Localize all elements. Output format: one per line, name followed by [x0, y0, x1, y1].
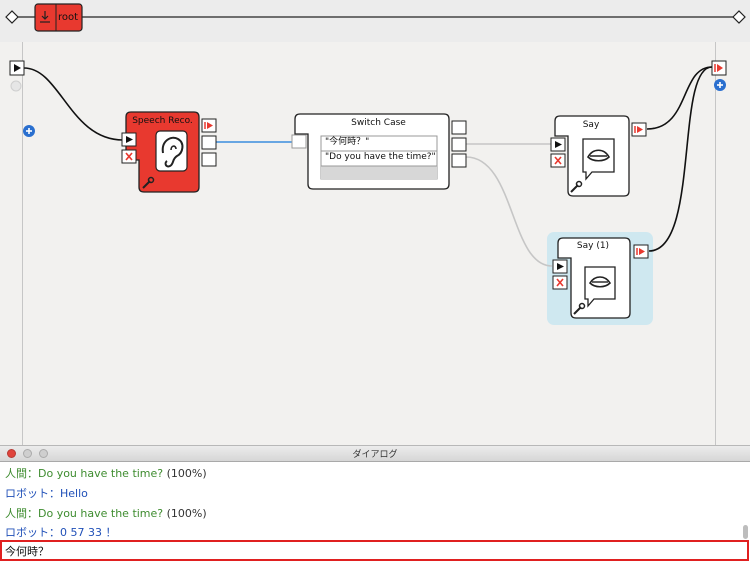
stop-play-icon — [717, 64, 723, 72]
link-start-to-speech — [23, 67, 124, 141]
dialog-scrollbar[interactable] — [743, 525, 748, 539]
switch-case-input[interactable] — [291, 134, 307, 149]
speech-bubble-icon — [582, 138, 615, 181]
message-speaker: ロボット： — [5, 487, 60, 500]
play-icon — [555, 141, 562, 148]
message-text: 0 57 33 ！ — [60, 526, 117, 539]
canvas-left-rail — [0, 42, 23, 445]
inactive-circle-icon — [10, 80, 22, 92]
wrench-icon — [573, 302, 586, 315]
flow-canvas[interactable]: Speech Reco. Switch Case "今何時？" "Do you … — [0, 42, 750, 445]
link-say1-to-end — [648, 66, 713, 252]
flow-diagram — [9, 60, 727, 325]
behavior-end-output[interactable] — [711, 60, 727, 76]
case-value-2[interactable]: "Do you have the time?" — [325, 152, 436, 162]
message-text: Do you have the time? — [38, 507, 164, 520]
message-speaker: 人間： — [5, 467, 38, 480]
say-onstopped-output[interactable] — [631, 122, 647, 137]
breadcrumb: root — [5, 3, 746, 32]
minimize-button[interactable] — [23, 449, 32, 458]
say-onstop-input[interactable] — [550, 153, 566, 168]
say-onstart-input[interactable] — [550, 137, 566, 152]
say-1-onstop-input[interactable] — [552, 275, 568, 290]
close-button[interactable] — [7, 449, 16, 458]
speech-reco-title: Speech Reco. — [132, 116, 193, 126]
speech-reco-onstop-input[interactable] — [121, 149, 137, 164]
chat-message: 人間：Do you have the time? (100%) — [5, 465, 207, 481]
speech-reco-onstart-input[interactable] — [121, 132, 137, 147]
say-1-onstopped-output[interactable] — [633, 244, 649, 259]
case-value-3[interactable] — [321, 166, 437, 180]
behavior-start-input[interactable] — [9, 60, 25, 76]
message-speaker: 人間： — [5, 507, 38, 520]
add-right-output-button[interactable] — [714, 79, 726, 91]
download-arrow-icon — [40, 11, 50, 23]
root-label: root — [58, 12, 78, 23]
message-speaker: ロボット： — [5, 526, 60, 539]
dialog-panel: ダイアログ 人間：Do you have the time? (100%) ロボ… — [0, 445, 750, 562]
play-icon — [126, 136, 133, 143]
ear-icon — [155, 130, 188, 172]
link-case2-to-say1 — [465, 156, 553, 267]
message-confidence: (100%) — [166, 467, 207, 480]
say-title: Say — [582, 120, 600, 130]
chat-message: 人間：Do you have the time? (100%) — [5, 505, 207, 521]
case-value-1[interactable]: "今何時？" — [325, 137, 370, 147]
wrench-icon — [142, 176, 155, 189]
speech-reco-nothing-output[interactable] — [201, 152, 217, 167]
say-1-box[interactable] — [557, 237, 631, 319]
switch-case-output-1[interactable] — [451, 137, 467, 152]
message-text: Hello — [60, 487, 88, 500]
zoom-button[interactable] — [39, 449, 48, 458]
say-1-title: Say (1) — [576, 241, 610, 251]
switch-case-box[interactable] — [294, 113, 450, 190]
wrench-icon — [570, 180, 583, 193]
breadcrumb-start-diamond-icon — [5, 10, 19, 24]
canvas-right-rail — [715, 42, 750, 445]
case-empty-row — [321, 166, 437, 180]
speech-reco-onstopped-output[interactable] — [201, 118, 217, 133]
stop-play-icon — [207, 122, 213, 129]
say-box[interactable] — [554, 115, 630, 197]
breadcrumb-end-diamond-icon — [732, 10, 746, 24]
dialog-titlebar: ダイアログ — [0, 445, 750, 462]
link-say-to-end — [646, 66, 713, 130]
play-icon — [14, 64, 21, 72]
play-icon — [557, 263, 564, 270]
chat-input[interactable] — [0, 540, 749, 561]
switch-case-output-2[interactable] — [451, 153, 467, 168]
switch-case-default-output[interactable] — [451, 120, 467, 135]
message-confidence: (100%) — [166, 507, 207, 520]
message-text: Do you have the time? — [38, 467, 164, 480]
root-breadcrumb-button[interactable]: root — [34, 3, 83, 32]
breadcrumb-bar: root — [0, 0, 750, 43]
switch-case-title: Switch Case — [351, 118, 406, 128]
chat-message: ロボット：0 57 33 ！ — [5, 524, 116, 540]
dialog-title: ダイアログ — [352, 450, 398, 460]
speech-reco-word-output[interactable] — [201, 135, 217, 150]
stop-play-icon — [637, 126, 643, 133]
add-left-input-button[interactable] — [23, 125, 35, 137]
stop-play-icon — [639, 248, 645, 255]
chat-message: ロボット：Hello — [5, 485, 88, 501]
speech-reco-box[interactable] — [125, 111, 200, 193]
say-1-onstart-input[interactable] — [552, 259, 568, 274]
speech-bubble-icon — [584, 266, 616, 308]
